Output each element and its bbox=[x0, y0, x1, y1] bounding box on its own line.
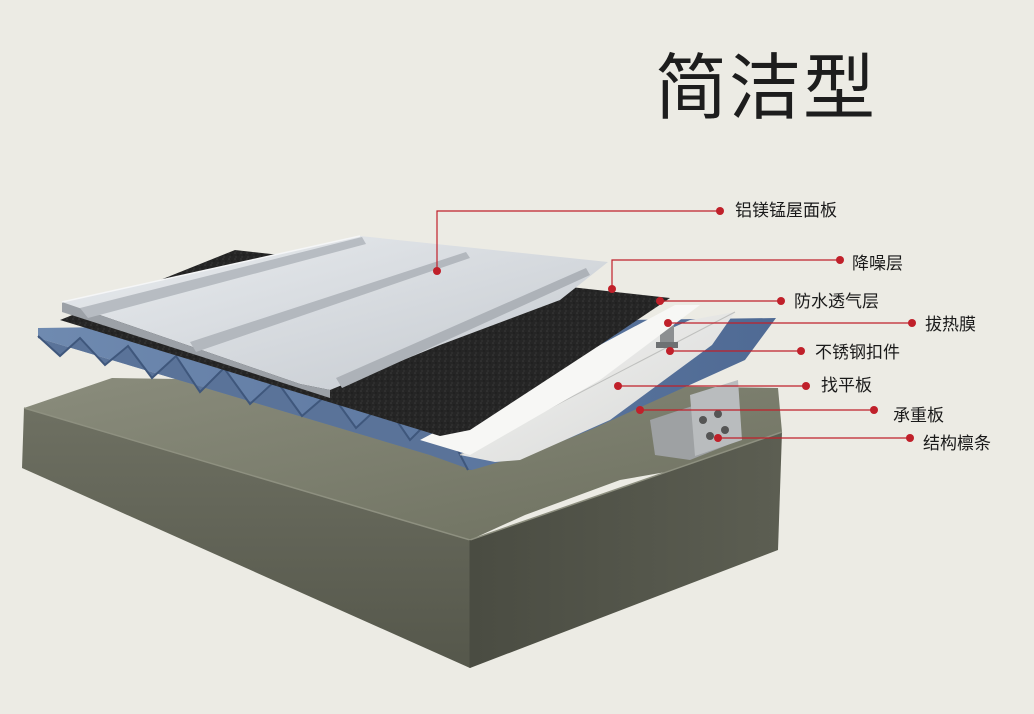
label-roof-panel: 铝镁锰屋面板 bbox=[735, 201, 837, 221]
waterproof-membrane bbox=[420, 305, 700, 455]
label-noise-layer: 降噪层 bbox=[852, 254, 903, 274]
leader-dots bbox=[433, 207, 916, 442]
leader-lines bbox=[436, 210, 912, 439]
metal-roof-panel bbox=[61, 235, 608, 398]
diagram-title: 简洁型 bbox=[655, 46, 878, 130]
label-heat-film: 拔热膜 bbox=[925, 315, 976, 335]
label-leveling-board: 找平板 bbox=[821, 376, 872, 396]
label-purlin: 结构檩条 bbox=[923, 434, 991, 454]
structural-purlin bbox=[650, 380, 742, 460]
label-bearing-deck: 承重板 bbox=[893, 406, 944, 426]
label-waterproof-membrane: 防水透气层 bbox=[794, 292, 879, 312]
label-steel-clip: 不锈钢扣件 bbox=[815, 343, 900, 363]
